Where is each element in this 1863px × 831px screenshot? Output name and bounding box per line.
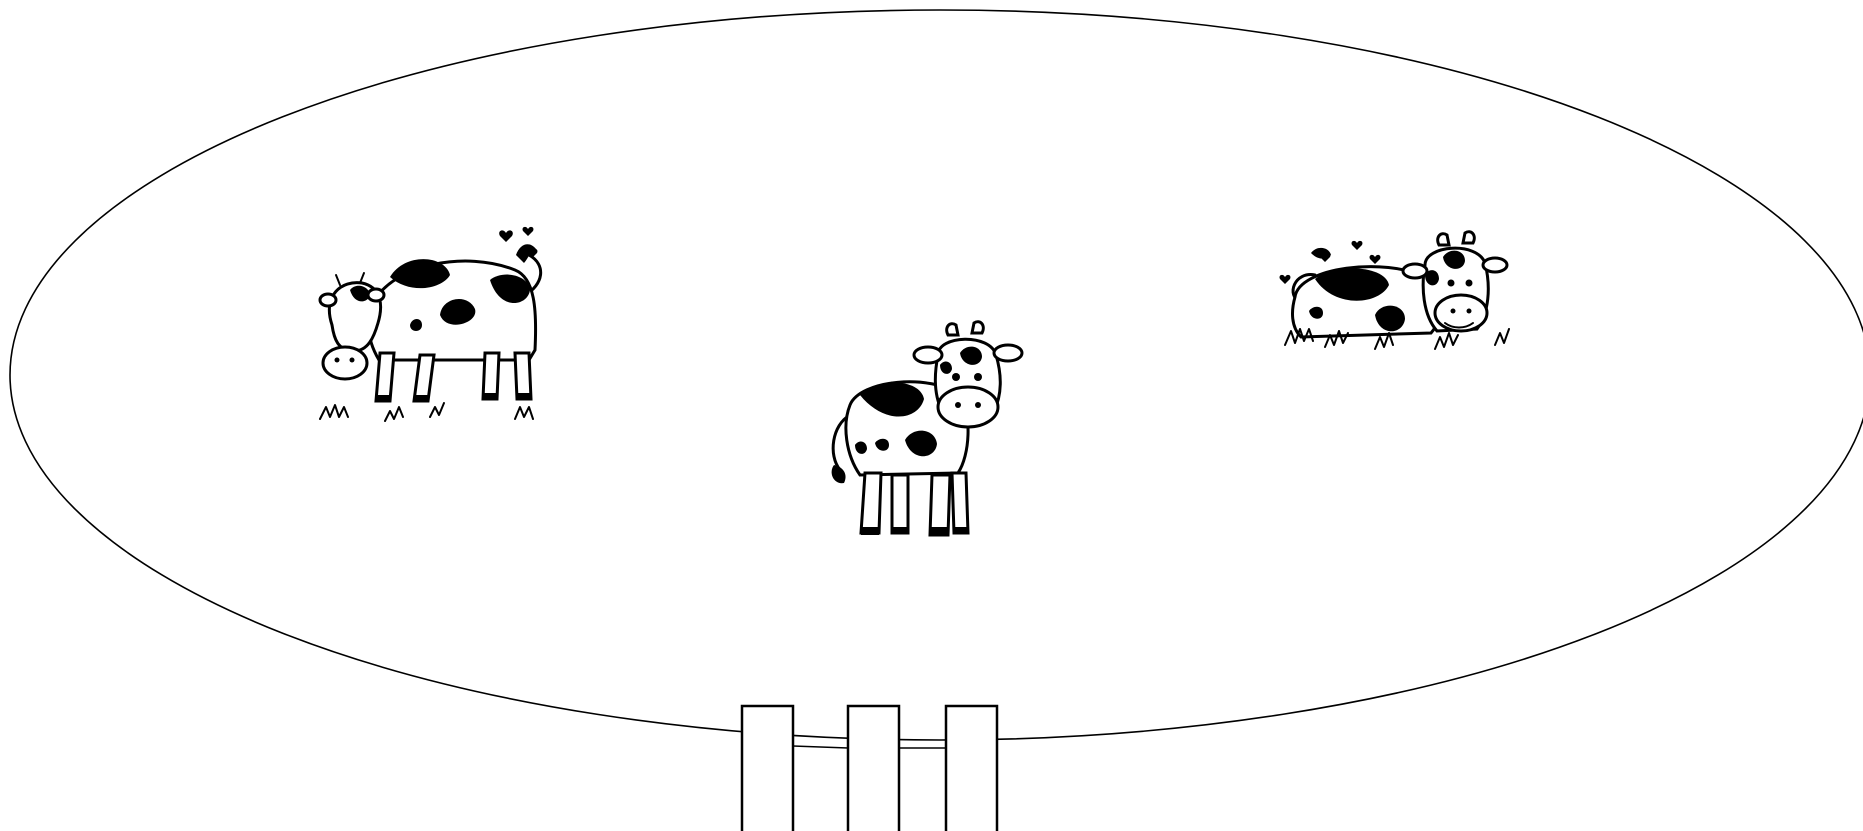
answer-box-2[interactable] [848, 706, 899, 831]
answer-boxes [742, 706, 997, 831]
answer-box-1[interactable] [742, 706, 793, 831]
answer-box-3[interactable] [946, 706, 997, 831]
box-connector-1 [793, 746, 848, 748]
